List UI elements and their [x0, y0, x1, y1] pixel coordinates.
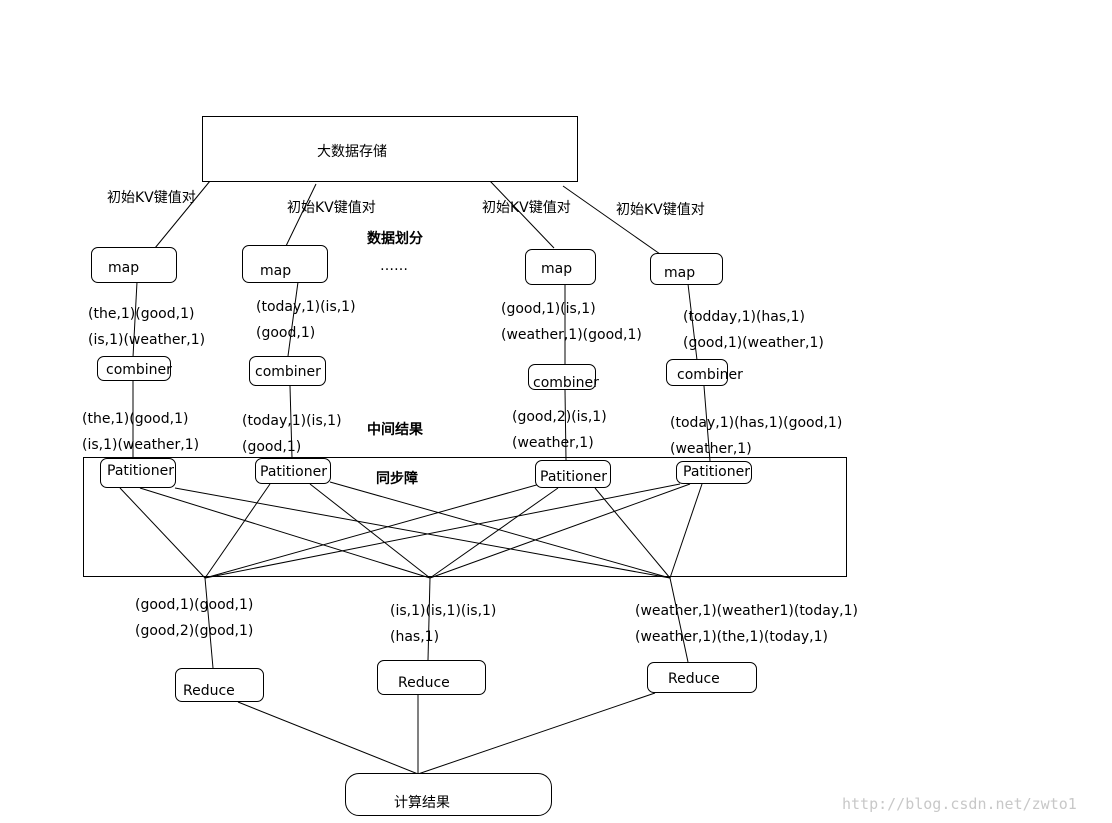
- reduce-input-line: (has,1): [390, 629, 440, 645]
- connector: [669, 483, 703, 579]
- combiner-box: combiner: [249, 356, 326, 386]
- connector: [309, 483, 431, 579]
- reduce-label: Reduce: [668, 671, 720, 687]
- connector: [669, 577, 689, 663]
- partitioner-label: Patitioner: [540, 469, 607, 485]
- barrier-label: 同步障: [376, 471, 418, 487]
- connector: [139, 487, 431, 579]
- connector: [594, 487, 671, 579]
- partitioner-label: Patitioner: [107, 463, 174, 479]
- combiner-box: combiner: [97, 356, 172, 381]
- combiner-output-line: (today,1)(is,1): [242, 413, 342, 429]
- reduce-input-line: (is,1)(is,1)(is,1): [390, 603, 497, 619]
- kv-label: 初始KV键值对: [287, 200, 376, 216]
- map-output-line: (todday,1)(has,1): [683, 309, 806, 325]
- reduce-input-line: (good,2)(good,1): [135, 623, 254, 639]
- partitioner-box: Patitioner: [100, 458, 176, 488]
- combiner-output-line: (the,1)(good,1): [82, 411, 189, 427]
- map-box: map: [650, 253, 723, 285]
- map-output-line: (good,1)(weather,1): [683, 335, 824, 351]
- connector: [562, 185, 661, 255]
- map-box: map: [242, 245, 328, 283]
- connector: [237, 701, 419, 775]
- map-output-line: (weather,1)(good,1): [501, 327, 642, 343]
- map-label: map: [260, 263, 292, 279]
- connector: [174, 487, 671, 579]
- map-output-line: (today,1)(is,1): [256, 299, 356, 315]
- partitioner-label: Patitioner: [683, 464, 750, 480]
- combiner-label: combiner: [677, 367, 743, 383]
- connector: [703, 385, 711, 462]
- combiner-output-line: (weather,1): [670, 441, 752, 457]
- connector: [287, 281, 299, 357]
- reduce-input-line: (weather,1)(the,1)(today,1): [635, 629, 828, 645]
- connector: [427, 577, 431, 661]
- combiner-output-line: (good,2)(is,1): [512, 409, 607, 425]
- partitioner-box: Patitioner: [676, 461, 752, 484]
- kv-label: 初始KV键值对: [482, 200, 571, 216]
- kv-label: 初始KV键值对: [616, 202, 705, 218]
- combiner-output-line: (weather,1): [512, 435, 594, 451]
- partitioner-box: Patitioner: [535, 460, 611, 488]
- combiner-box: combiner: [666, 359, 743, 386]
- connector: [204, 483, 541, 579]
- reduce-input-line: (good,1)(good,1): [135, 597, 254, 613]
- map-label: map: [108, 260, 140, 276]
- combiner-output-line: (good,1): [242, 439, 302, 455]
- connector: [204, 483, 271, 579]
- combiner-output-line: (today,1)(has,1)(good,1): [670, 415, 843, 431]
- reduce-label: Reduce: [398, 675, 450, 691]
- result-box: 计算结果: [345, 773, 552, 816]
- partitioner-box: Patitioner: [255, 458, 331, 484]
- intermediate-label: 中间结果: [367, 422, 423, 438]
- ellipsis-label: ……: [380, 258, 408, 274]
- result-label: 计算结果: [394, 795, 450, 811]
- map-box: map: [91, 247, 177, 283]
- connector: [687, 283, 698, 361]
- connector: [289, 385, 293, 459]
- connector: [285, 183, 317, 247]
- split-label: 数据划分: [367, 231, 423, 247]
- map-output-line: (good,1): [256, 325, 316, 341]
- connector: [489, 180, 555, 249]
- reduce-box: Reduce: [175, 668, 264, 702]
- combiner-label: combiner: [106, 362, 172, 378]
- storage-box: 大数据存储: [202, 116, 578, 182]
- connector: [132, 281, 138, 358]
- map-label: map: [664, 265, 696, 281]
- kv-label: 初始KV键值对: [107, 190, 196, 206]
- combiner-box: combiner: [528, 364, 599, 391]
- storage-label: 大数据存储: [317, 144, 387, 160]
- map-output-line: (good,1)(is,1): [501, 301, 596, 317]
- combiner-output-line: (is,1)(weather,1): [82, 437, 200, 453]
- reduce-input-line: (weather,1)(weather1)(today,1): [635, 603, 858, 619]
- connector: [204, 483, 681, 579]
- reduce-box: Reduce: [647, 662, 757, 693]
- connector: [119, 487, 206, 579]
- map-box: map: [525, 249, 596, 285]
- connector: [154, 180, 211, 249]
- partitioner-label: Patitioner: [260, 464, 327, 480]
- watermark-text: http://blog.csdn.net/zwto1: [842, 795, 1077, 813]
- connector: [429, 487, 559, 579]
- map-output-line: (the,1)(good,1): [88, 306, 195, 322]
- connector: [329, 481, 671, 579]
- combiner-label: combiner: [255, 364, 321, 380]
- combiner-label: combiner: [533, 375, 599, 391]
- sync-barrier-box: [83, 457, 847, 577]
- reduce-label: Reduce: [183, 683, 235, 699]
- connector: [429, 483, 691, 579]
- map-label: map: [541, 261, 573, 277]
- reduce-box: Reduce: [377, 660, 486, 695]
- map-output-line: (is,1)(weather,1): [88, 332, 206, 348]
- connector: [204, 577, 214, 669]
- connector: [564, 389, 567, 461]
- connector: [417, 692, 656, 775]
